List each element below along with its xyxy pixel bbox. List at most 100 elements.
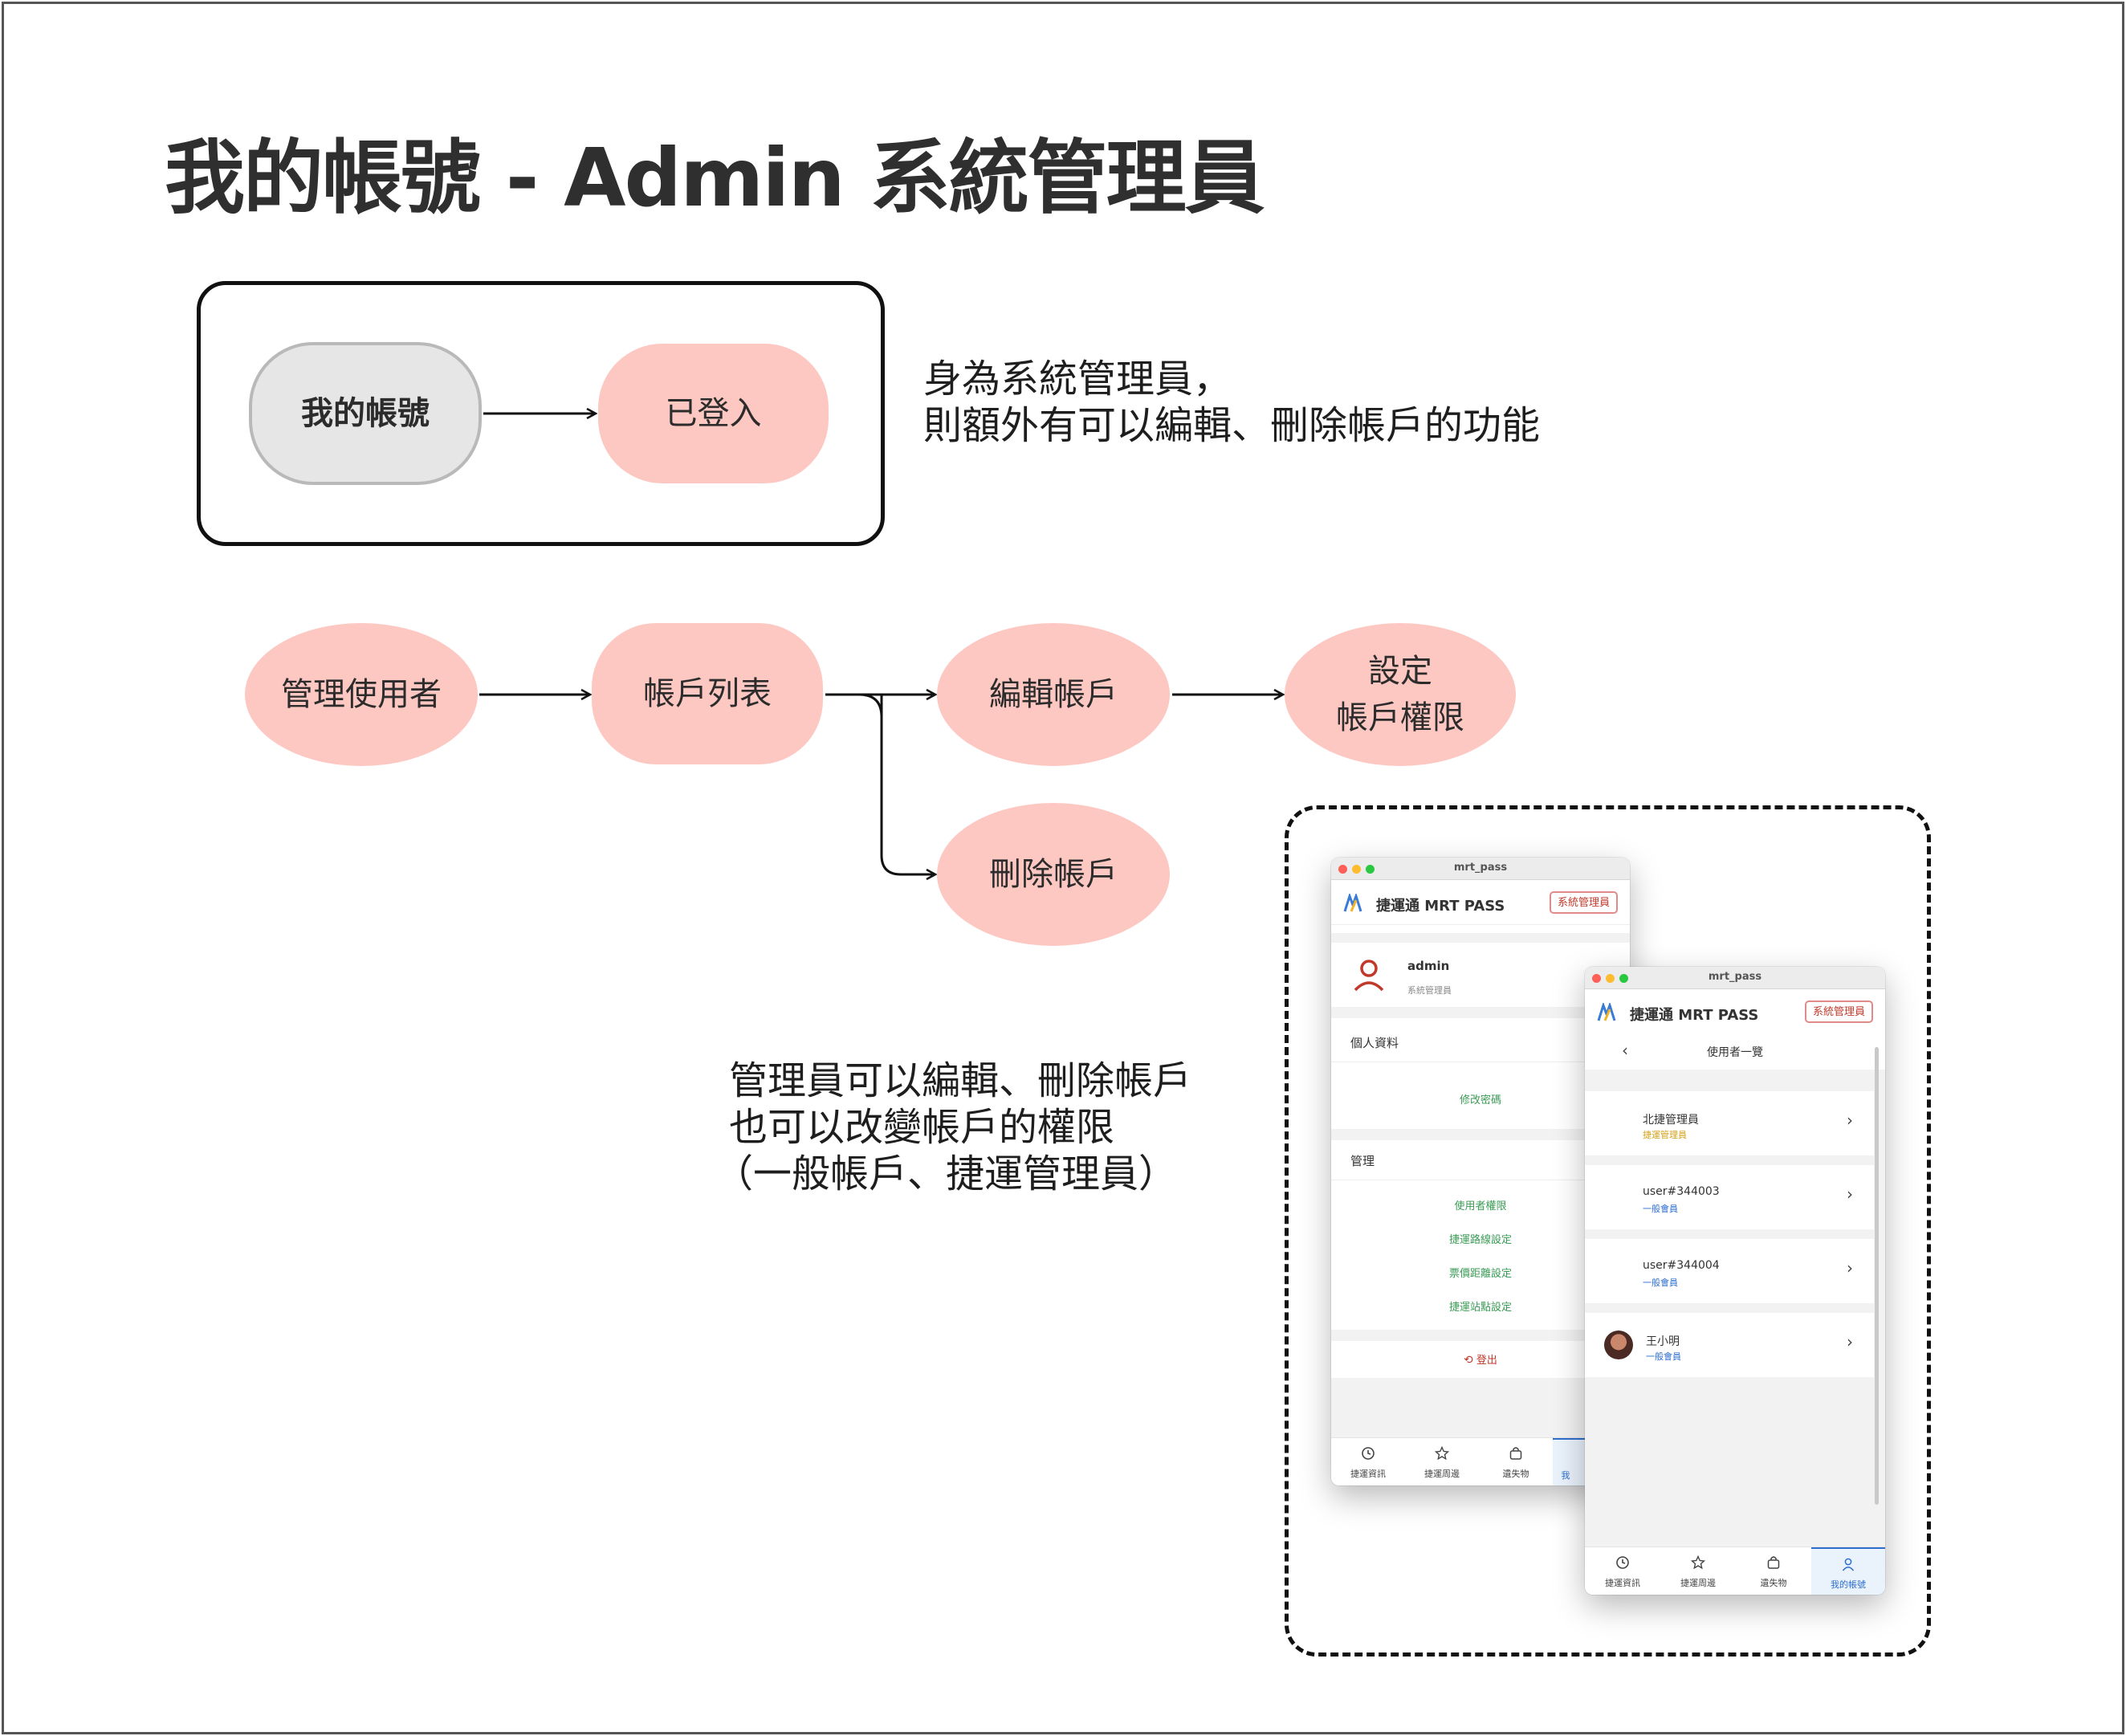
star-icon (1435, 1446, 1449, 1461)
change-password-link[interactable]: 修改密碼 (1459, 1094, 1501, 1106)
app-name: 捷運通 MRT PASS (1376, 898, 1505, 915)
window-title: mrt_pass (1708, 971, 1762, 983)
page-title: 我的帳號 - Admin 系統管理員 (165, 131, 1265, 225)
user-role: 捷運管理員 (1643, 1130, 1687, 1140)
chevron-right-icon: › (1847, 1258, 1853, 1278)
screenshot-group-box (1285, 805, 1931, 1657)
node-edit-account: 編輯帳戶 (937, 623, 1170, 766)
tab-mrt-info-label: 捷運資訊 (1605, 1578, 1640, 1588)
my-account-group-box (197, 281, 885, 546)
app-name: 捷運通 MRT PASS (1630, 1007, 1759, 1024)
user-list-title: 使用者一覽 (1707, 1046, 1763, 1059)
user-list-item[interactable]: 王小明 一般會員 › (1585, 1313, 1874, 1377)
mrt-logo-icon (1597, 1003, 1616, 1021)
tab-lost-items[interactable]: 遺失物 (1479, 1438, 1553, 1485)
node-delete-account: 刪除帳戶 (937, 803, 1170, 946)
app-header: 捷運通 MRT PASS 系統管理員 (1331, 880, 1630, 925)
tab-my-account-label: 我的帳號 (1831, 1579, 1866, 1590)
section-profile-heading: 個人資料 (1350, 1036, 1399, 1050)
section-spacer (1331, 1330, 1630, 1341)
tab-lost-items-label: 遺失物 (1760, 1578, 1787, 1588)
tab-mrt-info[interactable]: 捷運資訊 (1585, 1547, 1660, 1595)
user-name: user#344003 (1643, 1185, 1720, 1198)
node-logged-in: 已登入 (598, 344, 829, 483)
app-window-my-account: mrt_pass 捷運通 MRT PASS 系統管理員 admin 系統管理員 … (1331, 858, 1630, 1485)
tab-mrt-info[interactable]: 捷運資訊 (1331, 1438, 1405, 1485)
scrollbar[interactable] (1875, 1047, 1879, 1505)
arrow-right-icon (880, 693, 935, 874)
user-list-item[interactable]: user#344003 一般會員 › (1585, 1165, 1874, 1229)
logout-icon: ⟲ (1464, 1354, 1473, 1367)
zoom-window-button[interactable] (1619, 974, 1628, 983)
close-window-button[interactable] (1338, 865, 1347, 874)
user-list-item[interactable]: user#344004 一般會員 › (1585, 1239, 1874, 1303)
tab-mrt-nearby[interactable]: 捷運周邊 (1405, 1438, 1479, 1485)
mrt-station-settings-link[interactable]: 捷運站點設定 (1448, 1302, 1512, 1314)
tab-lost-items[interactable]: 遺失物 (1736, 1547, 1811, 1595)
admin-permission-note: 管理員可以編輯、刪除帳戶 也可以改變帳戶的權限 （一般帳戶、捷運管理員） (715, 1057, 1191, 1197)
user-icon (1354, 960, 1384, 992)
node-manage-users-label: 管理使用者 (281, 676, 442, 713)
admin-permission-note-line3: （一般帳戶、捷運管理員） (715, 1151, 1178, 1196)
admin-feature-note-line1: 身為系統管理員， (923, 357, 1232, 401)
minimize-window-button[interactable] (1606, 974, 1615, 983)
node-set-permissions-line2: 帳戶權限 (1336, 699, 1464, 736)
avatar (1604, 1331, 1633, 1359)
user-role: 一般會員 (1643, 1278, 1678, 1288)
zoom-window-button[interactable] (1366, 865, 1375, 874)
admin-feature-note: 身為系統管理員， 則額外有可以編輯、刪除帳戶的功能 (923, 356, 1540, 449)
admin-role-badge: 系統管理員 (1804, 1000, 1873, 1023)
close-window-button[interactable] (1592, 974, 1601, 983)
chevron-right-icon: › (1847, 1332, 1853, 1351)
bag-icon (1767, 1556, 1780, 1569)
node-set-permissions-line1: 設定 (1368, 653, 1432, 690)
tab-mrt-nearby[interactable]: 捷運周邊 (1660, 1547, 1736, 1595)
node-my-account: 我的帳號 (249, 342, 482, 485)
tab-my-account-label: 我 (1561, 1470, 1570, 1481)
empty-area (1331, 1378, 1630, 1437)
section-spacer (1331, 1007, 1630, 1018)
user-permission-link[interactable]: 使用者權限 (1454, 1200, 1507, 1212)
back-button[interactable]: ‹ (1622, 1041, 1628, 1060)
mrt-logo-icon (1343, 894, 1362, 912)
tab-mrt-nearby-label: 捷運周邊 (1680, 1578, 1716, 1588)
node-my-account-label: 我的帳號 (301, 395, 430, 432)
app-window-user-list: mrt_pass 捷運通 MRT PASS 系統管理員 ‹ 使用者一覽 北捷管理… (1585, 967, 1885, 1595)
user-role: 一般會員 (1643, 1204, 1678, 1214)
node-logged-in-label: 已登入 (665, 395, 762, 432)
tab-mrt-info-label: 捷運資訊 (1350, 1469, 1386, 1479)
app-header: 捷運通 MRT PASS 系統管理員 (1585, 989, 1885, 1034)
node-delete-account-label: 刪除帳戶 (989, 856, 1118, 893)
logout-button[interactable]: ⟲ 登出 (1331, 1351, 1630, 1367)
chevron-right-icon: › (1847, 1110, 1853, 1130)
node-edit-account-label: 編輯帳戶 (989, 676, 1118, 713)
chevron-right-icon: › (1847, 1184, 1853, 1204)
node-account-list-label: 帳戶列表 (643, 675, 772, 712)
tab-my-account[interactable]: 我的帳號 (1811, 1547, 1885, 1595)
star-icon (1691, 1555, 1705, 1570)
minimize-window-button[interactable] (1352, 865, 1361, 874)
admin-feature-note-line2: 則額外有可以編輯、刪除帳戶的功能 (923, 403, 1541, 448)
header-spacer (1331, 933, 1630, 943)
section-spacer (1331, 1129, 1630, 1140)
fare-distance-settings-link[interactable]: 票價距離設定 (1448, 1268, 1512, 1280)
tab-lost-items-label: 遺失物 (1502, 1469, 1529, 1479)
profile-username: admin (1407, 959, 1450, 973)
node-manage-users: 管理使用者 (245, 623, 478, 766)
section-manage-heading: 管理 (1350, 1154, 1375, 1168)
logout-label: 登出 (1476, 1355, 1497, 1367)
profile-role: 系統管理員 (1407, 985, 1452, 996)
bottom-tab-bar: 捷運資訊 捷運周邊 遺失物 我的帳號 (1585, 1547, 1885, 1595)
window-titlebar: mrt_pass (1331, 858, 1630, 880)
clock-icon (1616, 1556, 1629, 1569)
user-name: user#344004 (1643, 1259, 1720, 1272)
mrt-route-settings-link[interactable]: 捷運路線設定 (1448, 1234, 1512, 1246)
user-list-item[interactable]: 北捷管理員 捷運管理員 › (1585, 1091, 1874, 1155)
clock-icon (1362, 1447, 1375, 1460)
node-account-list: 帳戶列表 (592, 623, 823, 764)
person-icon (1842, 1558, 1855, 1571)
bag-icon (1509, 1447, 1522, 1460)
admin-role-badge: 系統管理員 (1549, 891, 1618, 914)
